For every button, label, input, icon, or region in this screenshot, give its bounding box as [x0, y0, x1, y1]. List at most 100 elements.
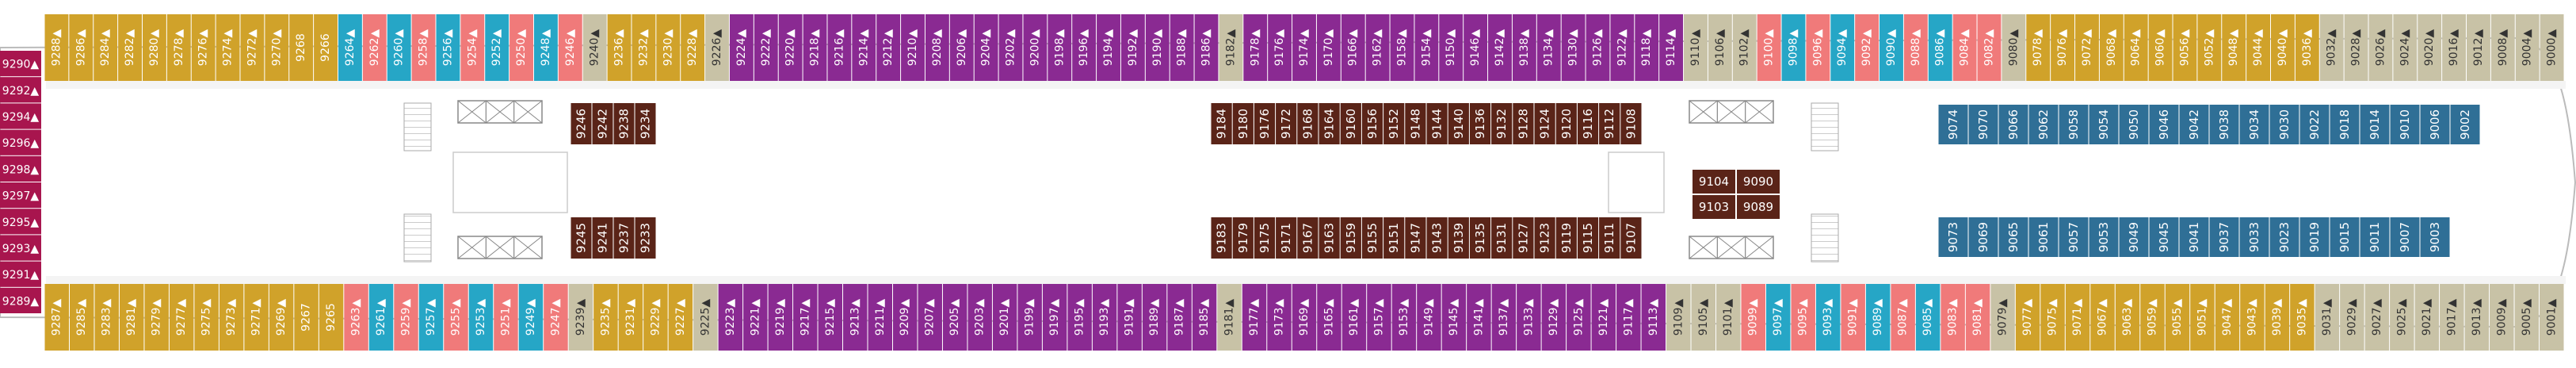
cabin-9248A[interactable]: [533, 14, 558, 81]
cabin-9009A[interactable]: [2490, 284, 2514, 351]
cabin-9069[interactable]: [1968, 217, 1998, 257]
cabin-9023[interactable]: [2269, 217, 2299, 257]
cabin-9255A[interactable]: [444, 284, 468, 351]
cabin-9168[interactable]: [1297, 103, 1319, 144]
cabin-9222A[interactable]: [754, 14, 778, 81]
cabin-9205A[interactable]: [942, 284, 967, 351]
cabin-9096A[interactable]: [1806, 14, 1830, 81]
cabin-9151[interactable]: [1383, 217, 1405, 259]
cabin-9056A[interactable]: [2173, 14, 2197, 81]
cabin-9019[interactable]: [2299, 217, 2330, 257]
cabin-9058[interactable]: [2059, 105, 2089, 144]
cabin-9249A[interactable]: [518, 284, 544, 351]
cabin-9006[interactable]: [2420, 105, 2450, 144]
cabin-9274A[interactable]: [216, 14, 240, 81]
cabin-9071A[interactable]: [2065, 284, 2090, 351]
cabin-9068A[interactable]: [2099, 14, 2124, 81]
cabin-9097A[interactable]: [1765, 284, 1791, 351]
cabin-9257A[interactable]: [418, 284, 444, 351]
cabin-9045[interactable]: [2149, 217, 2179, 257]
cabin-9188A[interactable]: [1170, 14, 1194, 81]
cabin-9197A[interactable]: [1042, 284, 1067, 351]
cabin-9279A[interactable]: [144, 284, 169, 351]
cabin-9209A[interactable]: [892, 284, 918, 351]
cabin-9123[interactable]: [1534, 217, 1555, 259]
cabin-9193A[interactable]: [1092, 284, 1117, 351]
cabin-9143[interactable]: [1426, 217, 1448, 259]
cabin-9159[interactable]: [1340, 217, 1361, 259]
cabin-9121A[interactable]: [1591, 284, 1616, 351]
cabin-9111[interactable]: [1599, 217, 1620, 259]
cabin-9070[interactable]: [1968, 105, 1998, 144]
cabin-9226A[interactable]: [705, 14, 729, 81]
cabin-9054[interactable]: [2089, 105, 2119, 144]
cabin-9078A[interactable]: [2026, 14, 2051, 81]
cabin-9259A[interactable]: [394, 284, 418, 351]
cabin-9122A[interactable]: [1610, 14, 1635, 81]
cabin-9083A[interactable]: [1941, 284, 1965, 351]
cabin-9215A[interactable]: [818, 284, 843, 351]
cabin-9216A[interactable]: [827, 14, 852, 81]
cabin-9042[interactable]: [2179, 105, 2209, 144]
cabin-9283A[interactable]: [94, 284, 119, 351]
cabin-9065[interactable]: [1998, 217, 2028, 257]
cabin-9233[interactable]: [635, 217, 656, 259]
cabin-9135[interactable]: [1469, 217, 1491, 259]
cabin-9031A[interactable]: [2315, 284, 2340, 351]
cabin-9007[interactable]: [2390, 217, 2420, 257]
cabin-9029A[interactable]: [2340, 284, 2364, 351]
cabin-9278A[interactable]: [166, 14, 191, 81]
cabin-9130A[interactable]: [1561, 14, 1586, 81]
cabin-9199A[interactable]: [1017, 284, 1042, 351]
cabin-9044A[interactable]: [2246, 14, 2271, 81]
cabin-9246[interactable]: [571, 103, 592, 144]
cabin-9247A[interactable]: [544, 284, 568, 351]
cabin-9152[interactable]: [1383, 103, 1405, 144]
cabin-9276A[interactable]: [191, 14, 216, 81]
cabin-9109A[interactable]: [1666, 284, 1691, 351]
cabin-9017A[interactable]: [2440, 284, 2464, 351]
cabin-9210A[interactable]: [901, 14, 925, 81]
cabin-9034[interactable]: [2239, 105, 2269, 144]
cabin-9284A[interactable]: [93, 14, 118, 81]
cabin-9103[interactable]: [1693, 195, 1735, 219]
cabin-9177A[interactable]: [1242, 284, 1267, 351]
cabin-9155[interactable]: [1361, 217, 1383, 259]
cabin-9107[interactable]: [1620, 217, 1642, 259]
cabin-9145A[interactable]: [1441, 284, 1467, 351]
cabin-9139[interactable]: [1448, 217, 1469, 259]
cabin-9191A[interactable]: [1117, 284, 1142, 351]
cabin-9028A[interactable]: [2344, 14, 2368, 81]
cabin-9176A[interactable]: [1268, 14, 1292, 81]
cabin-9201A[interactable]: [992, 284, 1017, 351]
cabin-9089[interactable]: [1737, 195, 1780, 219]
cabin-9291[interactable]: [0, 261, 41, 287]
cabin-9185A[interactable]: [1192, 284, 1217, 351]
cabin-9270A[interactable]: [265, 14, 289, 81]
cabin-9039A[interactable]: [2265, 284, 2290, 351]
cabin-9137A[interactable]: [1491, 284, 1517, 351]
cabin-9178A[interactable]: [1243, 14, 1268, 81]
cabin-9234[interactable]: [635, 103, 656, 144]
cabin-9263A[interactable]: [344, 284, 368, 351]
cabin-9016A[interactable]: [2442, 14, 2467, 81]
cabin-9013A[interactable]: [2464, 284, 2490, 351]
cabin-9062[interactable]: [2028, 105, 2059, 144]
cabin-9080A[interactable]: [2002, 14, 2026, 81]
cabin-9064A[interactable]: [2124, 14, 2148, 81]
cabin-9077A[interactable]: [2015, 284, 2040, 351]
cabin-9153A[interactable]: [1391, 284, 1417, 351]
cabin-9214A[interactable]: [852, 14, 876, 81]
cabin-9167[interactable]: [1297, 217, 1319, 259]
cabin-9295[interactable]: [0, 209, 41, 235]
cabin-9132[interactable]: [1491, 103, 1513, 144]
cabin-9024A[interactable]: [2393, 14, 2418, 81]
cabin-9290[interactable]: [0, 51, 41, 77]
cabin-9224A[interactable]: [729, 14, 754, 81]
cabin-9238[interactable]: [613, 103, 635, 144]
cabin-9001A[interactable]: [2540, 284, 2564, 351]
cabin-9173A[interactable]: [1267, 284, 1292, 351]
cabin-9294[interactable]: [0, 103, 41, 129]
cabin-9162A[interactable]: [1365, 14, 1390, 81]
cabin-9015[interactable]: [2330, 217, 2360, 257]
